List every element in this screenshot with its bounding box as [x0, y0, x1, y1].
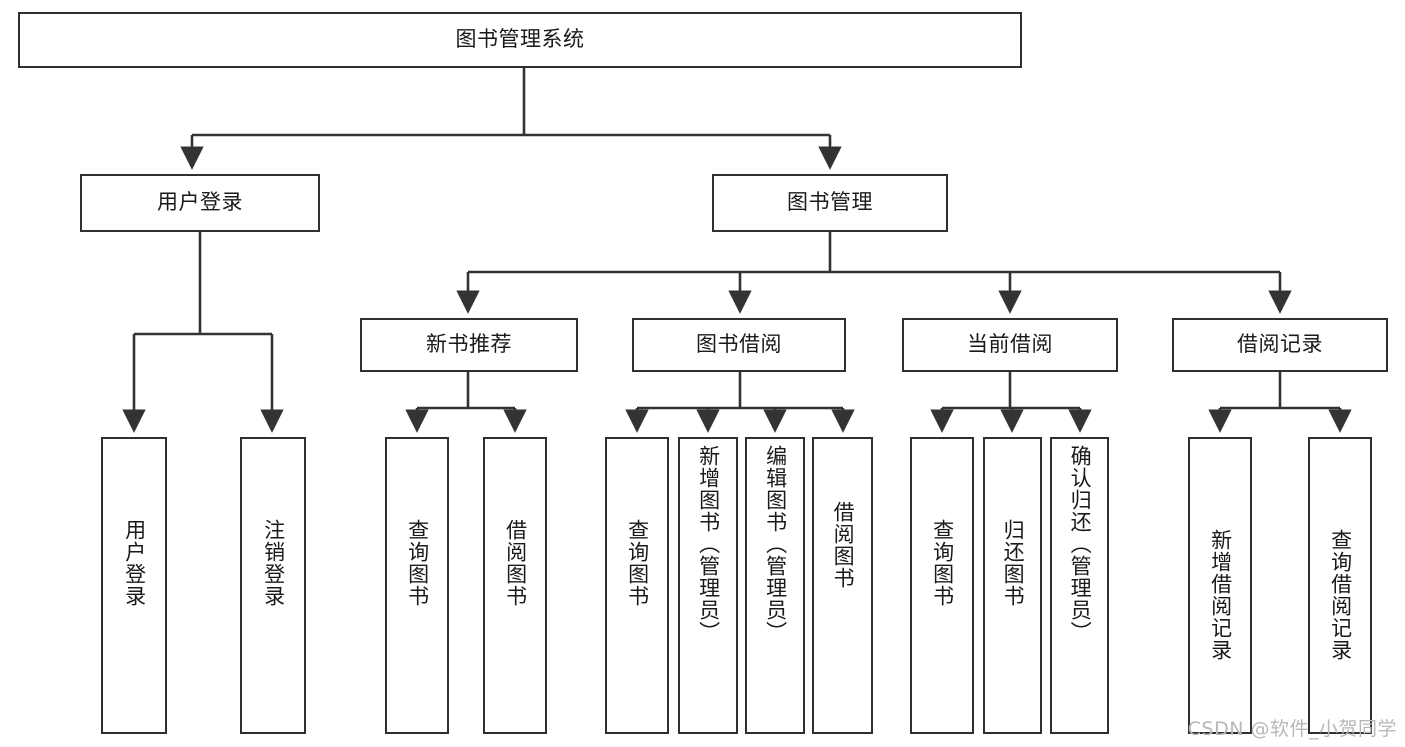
- leaf-borrow-book-2-label: 借阅图书: [831, 501, 856, 589]
- leaf-add-book-label: 新增图书（管理员）: [696, 445, 721, 643]
- node-borrow-record-label: 借阅记录: [1237, 332, 1323, 357]
- leaf-edit-book[interactable]: 编辑图书（管理员）: [745, 437, 805, 734]
- leaf-add-record-label: 新增借阅记录: [1208, 529, 1233, 661]
- leaf-query-record-label: 查询借阅记录: [1328, 529, 1353, 661]
- leaf-add-book[interactable]: 新增图书（管理员）: [678, 437, 738, 734]
- leaf-query-book-3[interactable]: 查询图书: [910, 437, 974, 734]
- leaf-confirm-return[interactable]: 确认归还（管理员）: [1050, 437, 1109, 734]
- watermark-text: CSDN @软件_小贺同学: [1187, 718, 1397, 740]
- node-user-login[interactable]: 用户登录: [80, 174, 320, 232]
- node-current-borrow[interactable]: 当前借阅: [902, 318, 1118, 372]
- leaf-confirm-return-label: 确认归还（管理员）: [1068, 445, 1093, 643]
- node-book-borrow-label: 图书借阅: [696, 332, 782, 357]
- leaf-query-book-1[interactable]: 查询图书: [385, 437, 449, 734]
- leaf-logout[interactable]: 注销登录: [240, 437, 306, 734]
- node-root-label: 图书管理系统: [455, 27, 585, 52]
- leaf-user-login[interactable]: 用户登录: [101, 437, 167, 734]
- leaf-query-book-3-label: 查询图书: [930, 519, 955, 607]
- node-book-manage-label: 图书管理: [787, 190, 873, 215]
- node-book-manage[interactable]: 图书管理: [712, 174, 948, 232]
- leaf-logout-label: 注销登录: [261, 519, 286, 607]
- leaf-query-book-2[interactable]: 查询图书: [605, 437, 669, 734]
- leaf-borrow-book-1-label: 借阅图书: [503, 519, 528, 607]
- leaf-query-record[interactable]: 查询借阅记录: [1308, 437, 1372, 734]
- leaf-query-book-2-label: 查询图书: [625, 519, 650, 607]
- leaf-borrow-book-1[interactable]: 借阅图书: [483, 437, 547, 734]
- leaf-borrow-book-2[interactable]: 借阅图书: [812, 437, 873, 734]
- node-new-book-recommend-label: 新书推荐: [426, 332, 512, 357]
- leaf-edit-book-label: 编辑图书（管理员）: [763, 445, 788, 643]
- leaf-return-book[interactable]: 归还图书: [983, 437, 1042, 734]
- node-current-borrow-label: 当前借阅: [967, 332, 1053, 357]
- leaf-query-book-1-label: 查询图书: [405, 519, 430, 607]
- node-borrow-record[interactable]: 借阅记录: [1172, 318, 1388, 372]
- node-book-borrow[interactable]: 图书借阅: [632, 318, 846, 372]
- leaf-return-book-label: 归还图书: [1001, 519, 1026, 607]
- node-user-login-label: 用户登录: [157, 190, 243, 215]
- node-root[interactable]: 图书管理系统: [18, 12, 1022, 68]
- leaf-add-record[interactable]: 新增借阅记录: [1188, 437, 1252, 734]
- node-new-book-recommend[interactable]: 新书推荐: [360, 318, 578, 372]
- leaf-user-login-label: 用户登录: [122, 519, 147, 607]
